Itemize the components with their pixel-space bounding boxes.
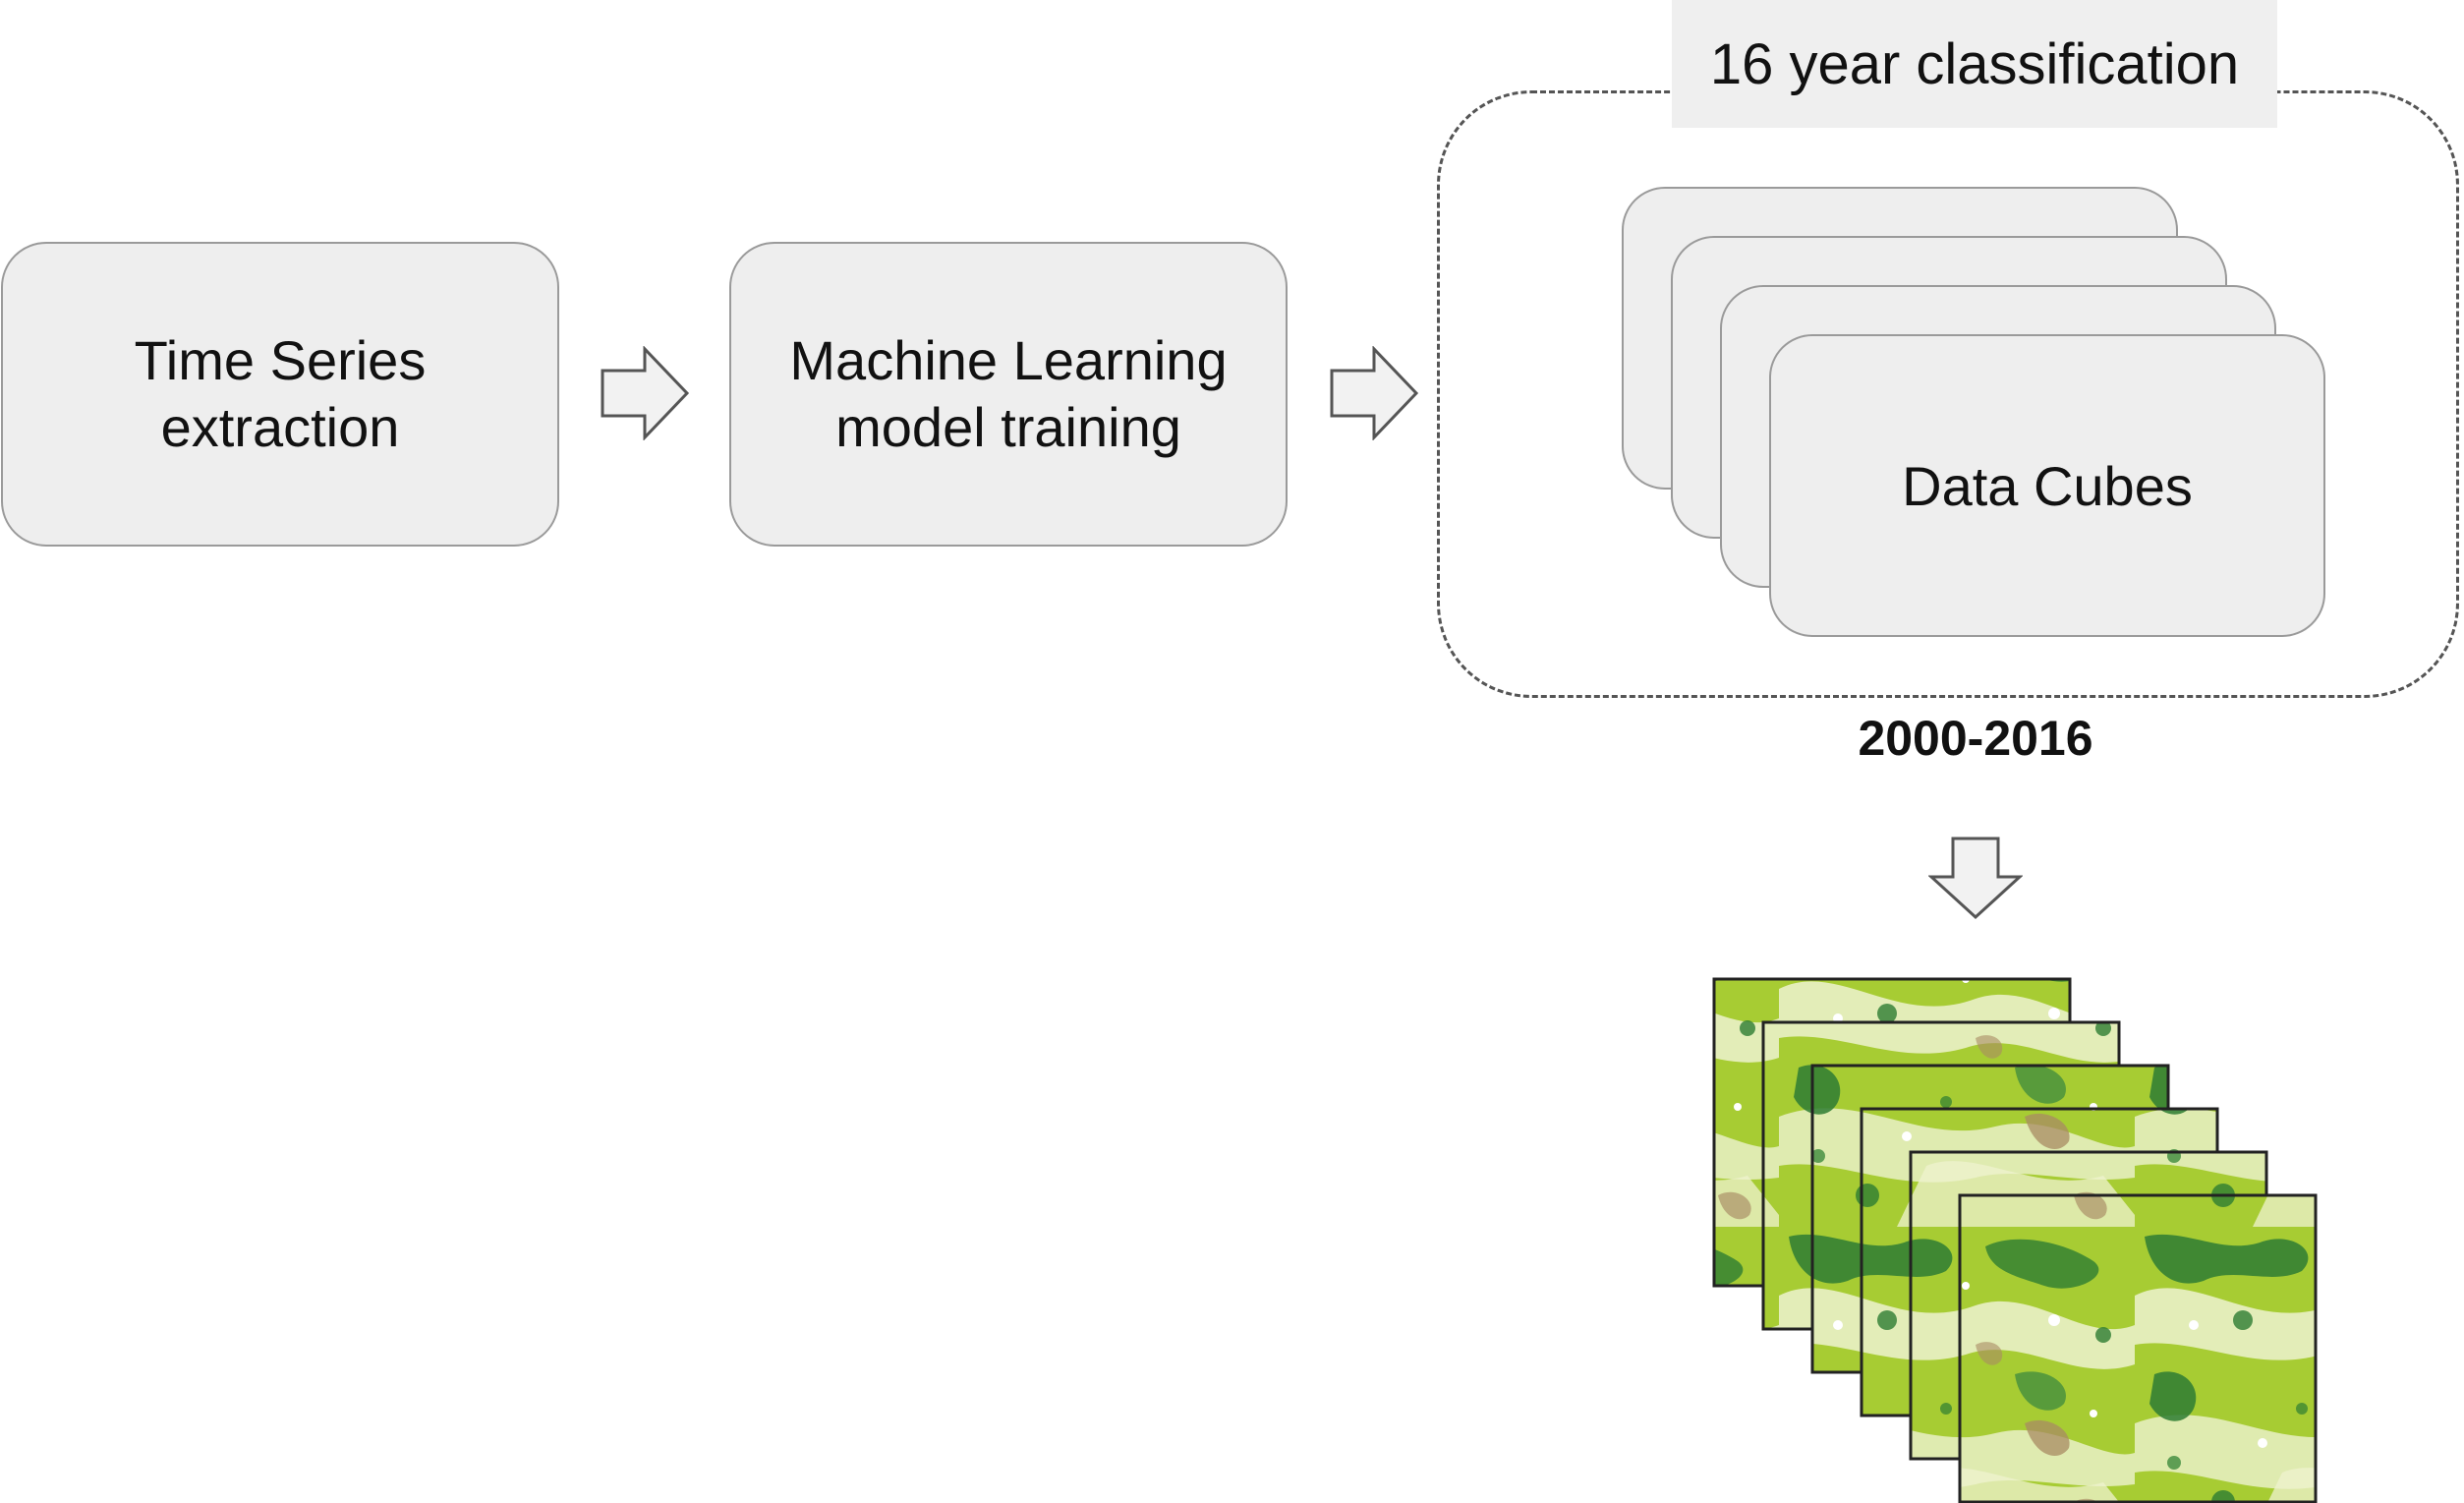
classification-map-6 — [1958, 1193, 2318, 1503]
down-arrow-icon — [1928, 837, 2023, 920]
data-cube-front: Data Cubes — [1769, 334, 2325, 637]
right-arrow-icon — [1330, 346, 1419, 440]
right-arrow-icon — [601, 346, 690, 440]
step-box-time-series: Time Series extraction — [1, 242, 559, 547]
data-cubes-label: Data Cubes — [1902, 454, 2193, 517]
period-label: 2000-2016 — [1858, 711, 2093, 766]
step-label-time-series: Time Series extraction — [134, 329, 427, 458]
step-box-ml-training: Machine Learning model training — [729, 242, 1288, 547]
step-label-ml-training: Machine Learning model training — [789, 329, 1228, 458]
classification-title: 16 year classification — [1672, 0, 2277, 128]
